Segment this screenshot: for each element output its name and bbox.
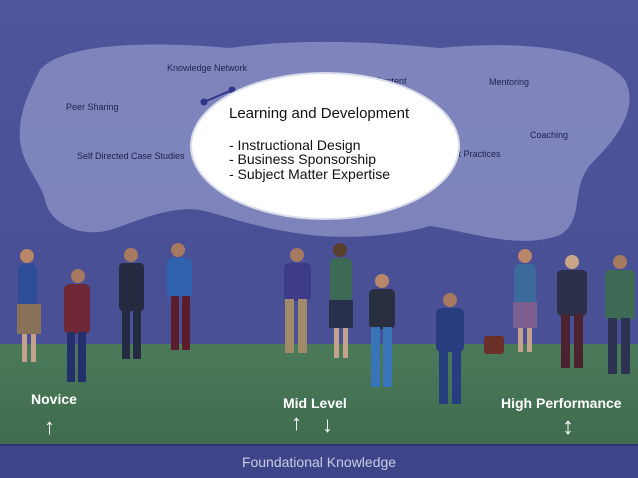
label-peer-sharing: Peer Sharing <box>66 102 119 112</box>
level-novice: Novice <box>31 391 77 407</box>
network-line <box>203 89 233 103</box>
ground <box>0 344 638 444</box>
label-mentoring: Mentoring <box>489 77 530 87</box>
level-high-performance: High Performance <box>501 395 622 411</box>
person-figure <box>605 255 635 374</box>
label-coaching: Coaching <box>530 130 569 140</box>
person-figure <box>167 243 192 350</box>
person-figure <box>513 249 537 352</box>
label-knowledge-network: Knowledge Network <box>167 63 248 73</box>
network-node <box>228 86 236 94</box>
person-figure <box>64 269 90 382</box>
up-arrow-icon: ↑ <box>44 414 55 439</box>
person-figure <box>17 249 41 362</box>
up-arrow-icon: ↑ <box>291 410 302 435</box>
person-figure <box>329 243 353 358</box>
bubble-title: Learning and Development <box>229 105 410 122</box>
label-self-directed-case-studies: Self Directed Case Studies <box>77 151 185 161</box>
person-figure <box>369 274 395 387</box>
level-mid: Mid Level <box>283 395 347 411</box>
person-figure <box>557 255 587 368</box>
learning-bubble <box>192 74 458 218</box>
bubble-item: - Subject Matter Expertise <box>229 166 391 182</box>
bubble-item: - Instructional Design <box>229 137 361 153</box>
label-best-practices: est Practices <box>449 149 501 159</box>
person-figure <box>284 248 311 353</box>
down-arrow-icon: ↓ <box>322 412 333 437</box>
person-figure <box>119 248 144 359</box>
footer-label: Foundational Knowledge <box>241 454 397 470</box>
bubble-item: - Business Sponsorship <box>229 151 377 167</box>
person-figure <box>436 293 504 404</box>
network-node <box>200 98 208 106</box>
up-down-arrow-icon: ↕ <box>562 413 574 440</box>
label-content: Content <box>375 76 407 86</box>
foundational-knowledge-bar: Foundational Knowledge <box>0 444 638 478</box>
